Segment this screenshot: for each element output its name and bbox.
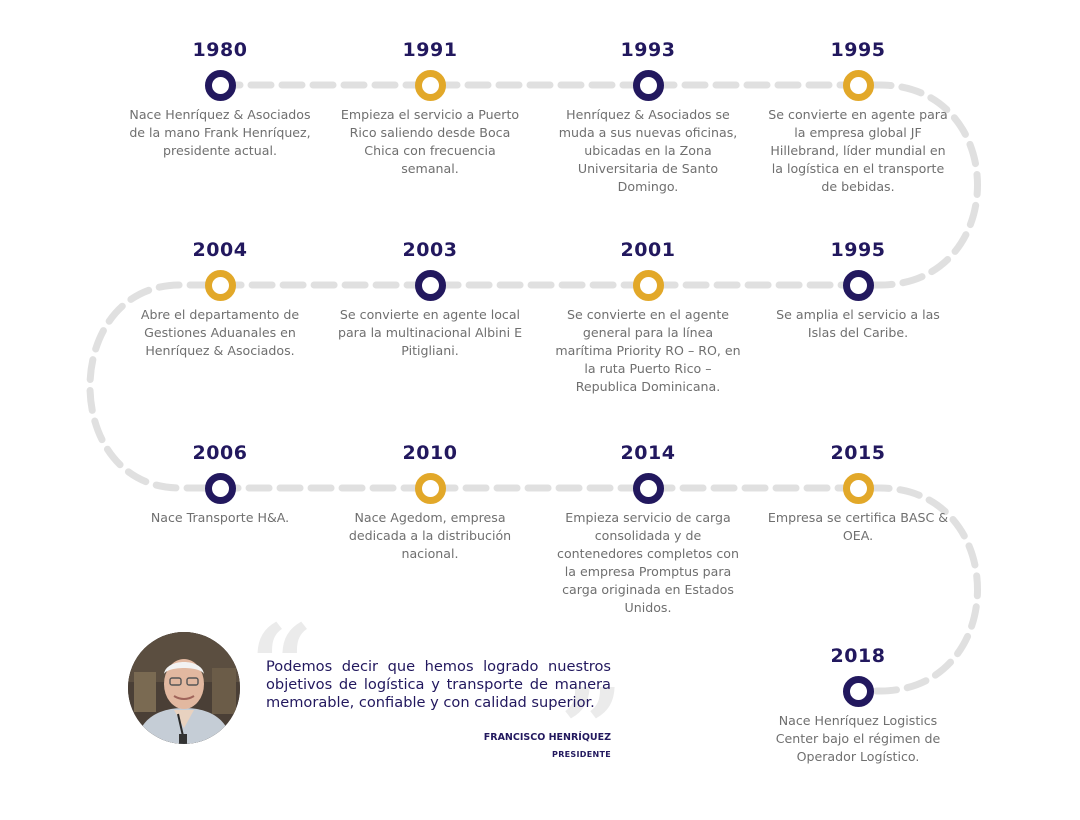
milestone-year: 1995 [830, 39, 886, 61]
milestone-year: 2003 [402, 239, 458, 261]
milestone-dot-icon [633, 70, 664, 101]
quote-author: FRANCISCO HENRÍQUEZ [483, 732, 611, 743]
milestone-description: Empresa se certifica BASC & OEA. [767, 510, 949, 543]
milestone-description: Se convierte en el agente general para l… [555, 307, 741, 394]
milestone-description: Empieza el servicio a Puerto Rico salien… [340, 107, 520, 176]
milestone-description: Empieza servicio de carga consolidada y … [557, 510, 739, 615]
milestone-dot-icon [205, 70, 236, 101]
milestone-description: Nace Henríquez Logistics Center bajo el … [775, 713, 941, 764]
milestone-description: Se convierte en agente local para la mul… [337, 307, 523, 358]
milestone-year: 2006 [192, 442, 248, 464]
milestone-dot-icon [205, 473, 236, 504]
milestone-description: Nace Agedom, empresa dedicada a la distr… [348, 510, 512, 561]
milestone-description: Se convierte en agente para la empresa g… [768, 107, 948, 194]
quote-text: Podemos decir que hemos logrado nuestros… [266, 658, 611, 711]
milestone-dot-icon [843, 270, 874, 301]
milestone-dot-icon [633, 473, 664, 504]
milestone-description: Se amplia el servicio a las Islas del Ca… [776, 307, 940, 340]
milestone-year: 2010 [402, 442, 458, 464]
close-quote-icon: ” [560, 664, 624, 793]
milestone-dot-icon [415, 70, 446, 101]
milestone-year: 2014 [620, 442, 676, 464]
president-photo [128, 632, 240, 744]
milestone-description: Abre el departamento de Gestiones Aduana… [140, 307, 300, 358]
milestone-description: Nace Transporte H&A. [150, 510, 290, 525]
open-quote-icon: “ [250, 600, 314, 729]
milestone-year: 2015 [830, 442, 886, 464]
milestone-dot-icon [843, 473, 874, 504]
milestone-dot-icon [633, 270, 664, 301]
milestone-dot-icon [415, 270, 446, 301]
milestone-description: Henríquez & Asociados se muda a sus nuev… [558, 107, 738, 194]
milestone-dot-icon [843, 70, 874, 101]
milestone-dot-icon [415, 473, 446, 504]
milestone-year: 2004 [192, 239, 248, 261]
milestone-year: 1993 [620, 39, 676, 61]
milestone-dot-icon [205, 270, 236, 301]
quote-role: PRESIDENTE [552, 750, 611, 759]
milestone-year: 2018 [830, 645, 886, 667]
milestone-year: 1991 [402, 39, 458, 61]
milestone-year: 1995 [830, 239, 886, 261]
milestone-dot-icon [843, 676, 874, 707]
milestone-year: 2001 [620, 239, 676, 261]
milestone-description: Nace Henríquez & Asociados de la mano Fr… [129, 107, 311, 158]
milestone-year: 1980 [192, 39, 248, 61]
